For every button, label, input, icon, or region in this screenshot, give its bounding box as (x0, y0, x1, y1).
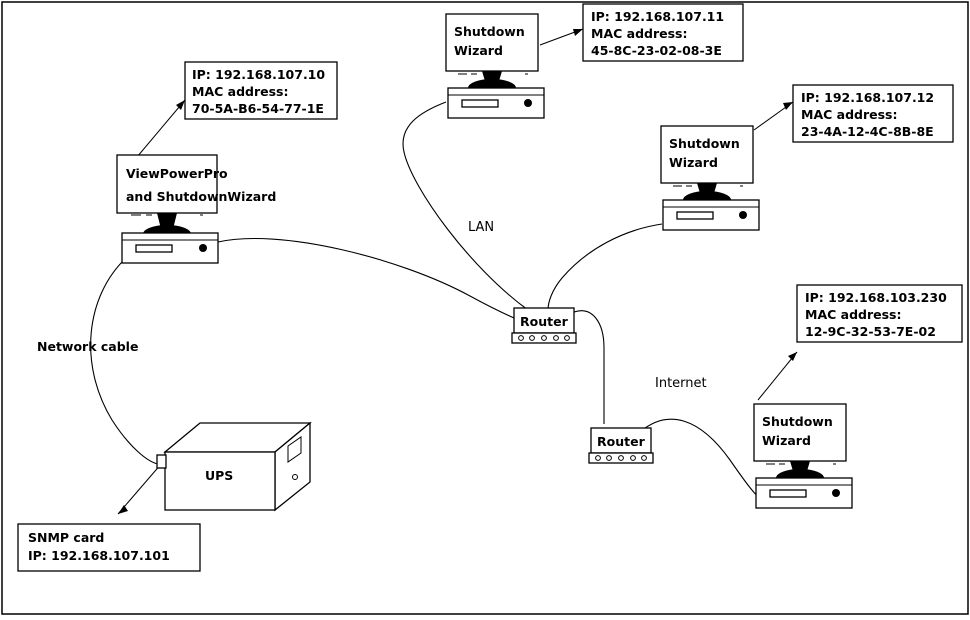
info-box-client-top: IP: 192.168.107.11 MAC address: 45-8C-23… (582, 3, 744, 62)
device-client-remote[interactable]: Shutdown Wizard (753, 403, 853, 509)
info-client-right-mac-value: 23-4A-12-4C-8B-8E (801, 124, 934, 139)
label-network-cable: Network cable (37, 339, 138, 354)
info-client-right-ip: IP: 192.168.107.12 (801, 90, 934, 105)
info-client-top-ip: IP: 192.168.107.11 (591, 9, 724, 24)
device-main-pc[interactable]: ViewPowerPro and ShutdownWizard (116, 154, 276, 264)
info-box-snmp-card: SNMP card IP: 192.168.107.101 (17, 523, 201, 572)
router-internet-port-1 (595, 455, 601, 461)
client-right-label-line1: Shutdown (669, 136, 740, 151)
info-client-remote-mac-label: MAC address: (805, 307, 902, 322)
cable-clienttop-to-router (402, 101, 529, 311)
client-remote-monitor (753, 403, 847, 462)
router-lan-label: Router (520, 314, 569, 329)
client-right-label-line2: Wizard (669, 155, 718, 170)
device-router-lan[interactable]: Router (511, 307, 577, 344)
label-internet: Internet (655, 376, 707, 391)
router-lan-port-2 (529, 335, 535, 341)
info-box-main-pc: IP: 192.168.107.10 MAC address: 70-5A-B6… (184, 61, 338, 120)
info-main-pc-mac-label: MAC address: (192, 84, 289, 99)
leader-clientright-arrowhead (783, 102, 793, 110)
info-box-client-top-frame (582, 3, 744, 62)
info-box-client-remote-frame (796, 284, 963, 343)
cable-routerlan-to-routerinternet (573, 310, 605, 424)
info-main-pc-ip: IP: 192.168.107.10 (192, 67, 325, 82)
client-remote-label-line1: Shutdown (762, 414, 833, 429)
leader-snmp-arrowhead (118, 505, 128, 514)
device-client-top[interactable]: Shutdown Wizard (445, 13, 545, 119)
client-top-monitor (445, 13, 539, 72)
router-lan-port-1 (518, 335, 524, 341)
router-internet-port-4 (630, 455, 636, 461)
ups-side-indicator (292, 474, 298, 480)
ups-front-face (164, 451, 276, 511)
main-pc-drive-slot (135, 244, 173, 253)
leader-mainpc (136, 99, 186, 158)
leader-clientremote (757, 351, 798, 401)
label-lan: LAN (468, 220, 494, 235)
client-remote-label-line2: Wizard (762, 433, 811, 448)
client-top-power-button[interactable] (524, 99, 532, 107)
main-pc-label-line2: and ShutdownWizard (126, 189, 276, 204)
router-internet-port-3 (618, 455, 624, 461)
info-client-remote-mac-value: 12-9C-32-53-7E-02 (805, 324, 936, 339)
info-client-top-mac-value: 45-8C-23-02-08-3E (591, 43, 722, 58)
router-lan-port-5 (564, 335, 570, 341)
info-client-remote-ip: IP: 192.168.103.230 (805, 290, 947, 305)
client-top-label-line2: Wizard (454, 43, 503, 58)
router-lan-port-4 (553, 335, 559, 341)
info-main-pc-mac-value: 70-5A-B6-54-77-1E (192, 101, 324, 116)
router-internet-label: Router (597, 434, 646, 449)
ups-side-vent (287, 436, 302, 463)
info-snmp-title: SNMP card (28, 530, 104, 545)
info-box-client-right: IP: 192.168.107.12 MAC address: 23-4A-12… (792, 84, 954, 143)
cable-mainpc-to-ups (90, 257, 159, 465)
info-box-main-pc-frame (184, 61, 338, 120)
cable-routerinternet-to-clientremote (639, 418, 763, 501)
router-internet-body (590, 427, 652, 454)
main-pc-power-button[interactable] (199, 244, 207, 252)
leader-mainpc-arrowhead (176, 100, 185, 110)
router-internet-port-2 (606, 455, 612, 461)
info-snmp-ip: IP: 192.168.107.101 (28, 548, 170, 563)
router-lan-port-strip (511, 332, 577, 344)
client-right-monitor (660, 125, 754, 184)
client-top-drive-slot (461, 99, 499, 108)
leader-clienttop-arrowhead (573, 29, 583, 36)
info-box-snmp-frame (17, 523, 201, 572)
router-lan-port-3 (541, 335, 547, 341)
cable-clientright-to-router (547, 223, 663, 311)
device-client-right[interactable]: Shutdown Wizard (660, 125, 760, 231)
client-top-label-line1: Shutdown (454, 24, 525, 39)
client-right-drive-slot (676, 211, 714, 220)
device-router-internet[interactable]: Router (588, 427, 654, 464)
info-client-right-mac-label: MAC address: (801, 107, 898, 122)
ups-label: UPS (205, 468, 233, 483)
info-box-client-right-frame (792, 84, 954, 143)
client-remote-power-button[interactable] (832, 489, 840, 497)
leader-snmp (117, 462, 163, 515)
leader-clientremote-arrowhead (788, 352, 797, 361)
main-pc-monitor (116, 154, 218, 214)
main-pc-label-line1: ViewPowerPro (126, 166, 228, 181)
device-ups[interactable]: UPS (156, 421, 312, 512)
info-client-top-mac-label: MAC address: (591, 26, 688, 41)
client-right-power-button[interactable] (739, 211, 747, 219)
router-internet-port-5 (641, 455, 647, 461)
router-lan-body (513, 307, 575, 334)
client-remote-drive-slot (769, 489, 807, 498)
info-box-client-remote: IP: 192.168.103.230 MAC address: 12-9C-3… (796, 284, 963, 343)
router-internet-port-strip (588, 452, 654, 464)
ups-snmp-port[interactable] (156, 454, 167, 469)
cable-mainpc-to-router (217, 237, 515, 319)
